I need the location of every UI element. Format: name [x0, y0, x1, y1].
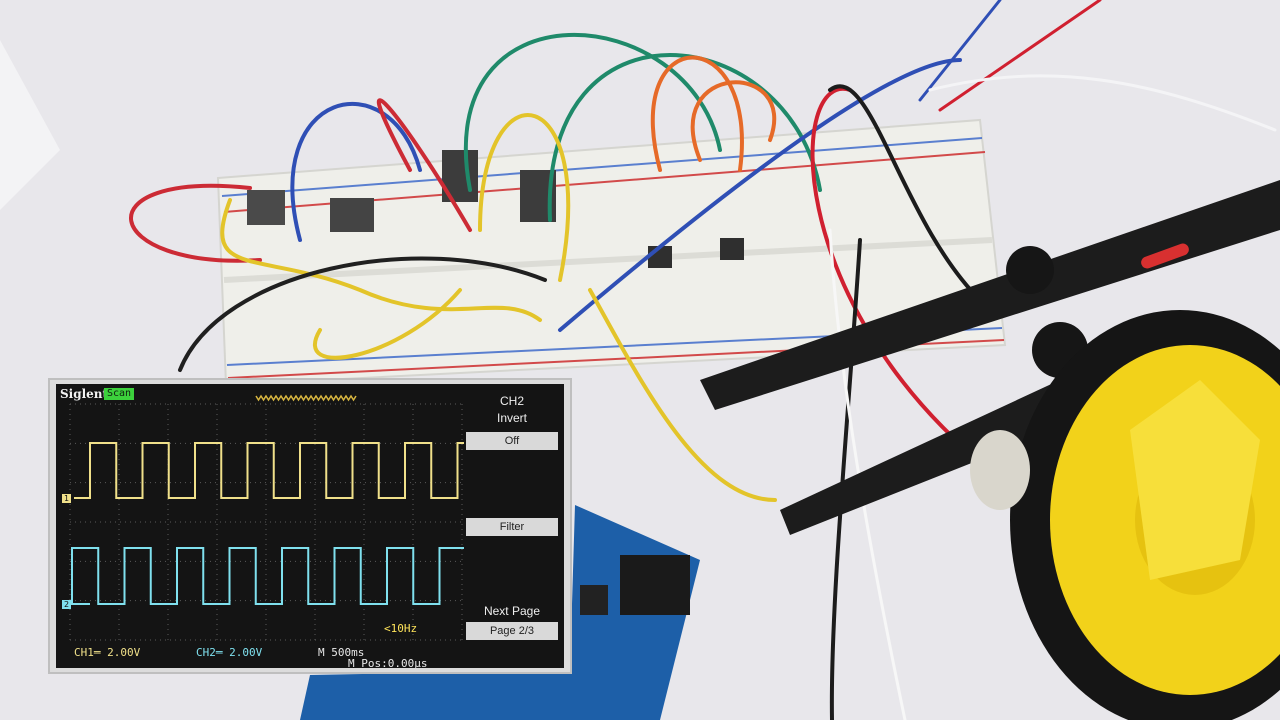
scope-probes	[700, 180, 1280, 535]
mode-badge: Scan	[104, 388, 135, 400]
ch2-marker: 2	[62, 600, 71, 609]
waveform-plot	[69, 394, 464, 641]
position-readout: M Pos:0.00μs	[348, 657, 428, 668]
graticule	[69, 403, 463, 641]
frequency-readout: <10Hz	[384, 622, 418, 635]
trigger-position-indicator	[255, 394, 357, 402]
breadboard	[216, 118, 1007, 387]
ch1-scale-readout: CH1═ 2.00V	[74, 646, 141, 659]
next-page-label: Next Page	[483, 604, 541, 618]
menu-title-ch2: CH2	[499, 394, 524, 408]
invert-softkey[interactable]: Off	[466, 432, 558, 450]
oscilloscope-screen: Siglent Scan 1 2 CH2 Invert Off Filter N…	[56, 384, 564, 668]
brand-label: Siglent	[60, 387, 109, 401]
timebase-readout: M 500ms	[318, 646, 365, 659]
jumper-wires	[129, 0, 1277, 720]
ch2-waveform	[71, 547, 464, 605]
ch1-marker: 1	[62, 494, 71, 503]
filter-softkey[interactable]: Filter	[466, 518, 558, 536]
page-softkey[interactable]: Page 2/3	[466, 622, 558, 640]
ch1-waveform	[74, 442, 464, 499]
oscilloscope-inset: Siglent Scan 1 2 CH2 Invert Off Filter N…	[48, 378, 572, 674]
arduino-board	[300, 505, 700, 720]
ch2-scale-readout: CH2═ 2.00V	[196, 646, 263, 659]
yellow-wheel	[970, 310, 1280, 720]
invert-label: Invert	[496, 411, 527, 425]
